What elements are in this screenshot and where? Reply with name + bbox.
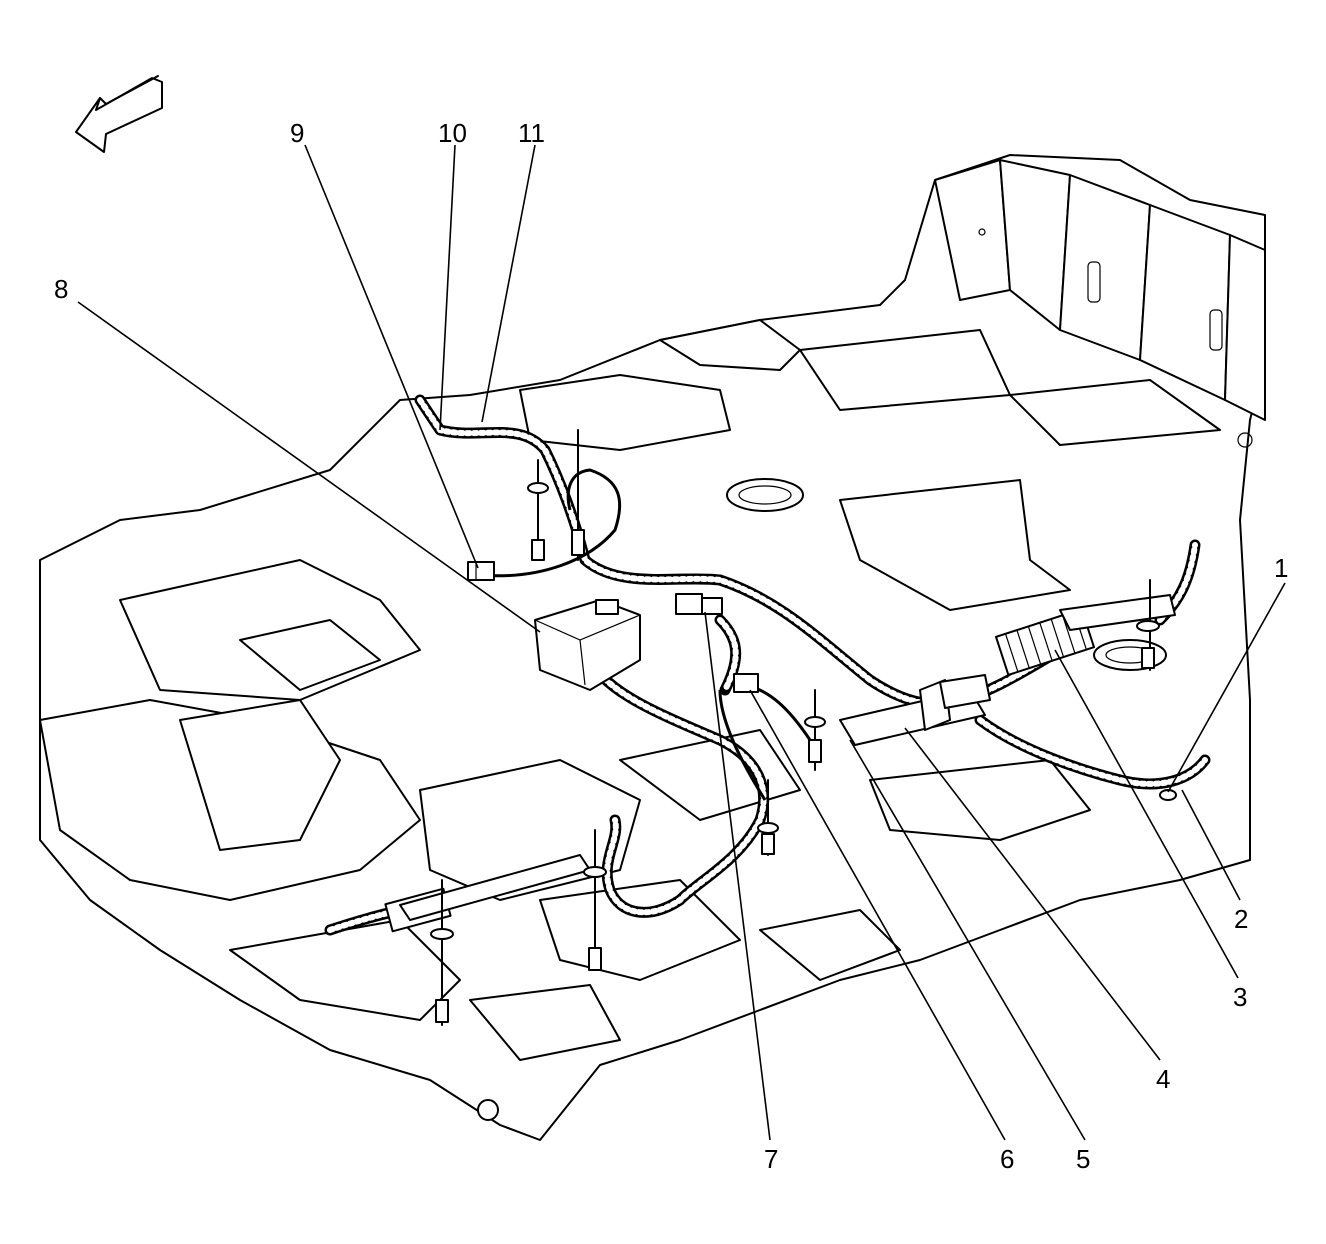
- floor-pan: [39, 154, 1266, 1141]
- callout-9: 9: [290, 118, 304, 148]
- bolt: [804, 689, 826, 771]
- callout-8: 8: [54, 274, 68, 304]
- bolt: [571, 429, 585, 561]
- callout-5: 5: [1076, 1144, 1090, 1174]
- bolt: [1159, 789, 1177, 801]
- bolt: [583, 829, 607, 971]
- callout-4: 4: [1156, 1064, 1170, 1094]
- callout-6: 6: [1000, 1144, 1014, 1174]
- connector-7: [675, 593, 723, 615]
- callout-3: 3: [1233, 982, 1247, 1012]
- callout-10: 10: [438, 118, 467, 148]
- front-direction-arrow-icon: [75, 75, 163, 153]
- bolt: [757, 779, 779, 856]
- callout-11: 11: [518, 118, 545, 148]
- connector-9: [467, 561, 495, 581]
- callout-1: 1: [1274, 553, 1288, 583]
- wiring-harness: [324, 394, 1211, 936]
- callout-2: 2: [1234, 904, 1248, 934]
- leader-lines: [77, 144, 1286, 1141]
- callout-labels: 1 2 3 4 5 6 7 8 9 10 11: [54, 118, 1288, 1174]
- bolt: [430, 879, 454, 1026]
- connector-6: [733, 673, 759, 693]
- callout-7: 7: [764, 1144, 778, 1174]
- bolt: [527, 459, 549, 561]
- fasteners: [430, 429, 1177, 1026]
- control-module: [534, 599, 641, 691]
- bolt: [1136, 579, 1160, 671]
